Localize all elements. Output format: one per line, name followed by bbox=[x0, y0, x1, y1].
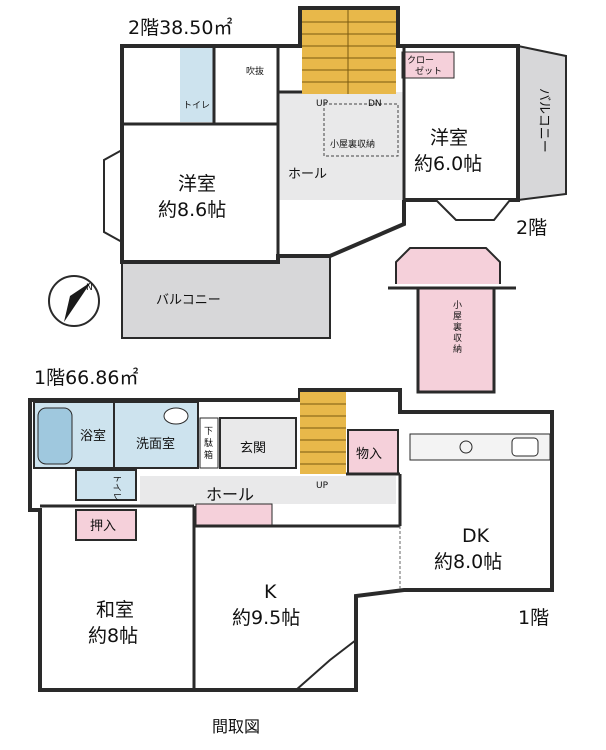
compass-north-label: N bbox=[86, 283, 93, 293]
floor1-storage-room bbox=[347, 429, 399, 475]
floor1-japanese-name: 和室 bbox=[96, 599, 134, 621]
floor2-western-left-name: 洋室 bbox=[178, 173, 216, 195]
floor1-storage-label: 物入 bbox=[356, 447, 382, 462]
floor1-k-size: 約9.5帖 bbox=[232, 607, 300, 629]
floor1-hall-closet bbox=[195, 503, 273, 527]
floor2-closet-label-1: クロー bbox=[407, 55, 434, 66]
floor1-bathtub bbox=[37, 407, 73, 465]
floor1-washroom-label: 洗面室 bbox=[136, 436, 175, 452]
floor1-k-name: K bbox=[264, 581, 277, 603]
floor1-shoe-label-1: 下 bbox=[204, 427, 213, 437]
floor1-toilet-label: トイレ bbox=[111, 474, 121, 501]
floor1-bath-label: 浴室 bbox=[80, 428, 106, 444]
attic-cap bbox=[395, 247, 501, 284]
floor2-hall-label: ホール bbox=[288, 167, 327, 182]
compass-needle-icon bbox=[64, 282, 91, 322]
floor1-toilet-room bbox=[75, 469, 137, 501]
floor1-oshiire bbox=[75, 509, 137, 541]
attic-storage-label: 小屋裏収納 bbox=[451, 300, 462, 355]
floor2-hall-floor bbox=[278, 92, 404, 200]
floor2-left-window bbox=[103, 149, 123, 243]
floor2-stairs bbox=[302, 10, 396, 94]
floor2-toilet-label: トイレ bbox=[183, 101, 210, 111]
floor2-stair-up-label: UP bbox=[316, 99, 329, 109]
floor1-k-bay-window bbox=[295, 639, 357, 691]
compass: N bbox=[48, 275, 100, 327]
floor2-stair-treads bbox=[302, 10, 396, 94]
floor1-entrance bbox=[219, 417, 297, 469]
floor2-balcony-right-label: バルコニー bbox=[536, 88, 551, 153]
floor1-stove-icon bbox=[459, 440, 473, 454]
floor1-dk-name: DK bbox=[462, 525, 490, 547]
floor1-japanese-size: 約8帖 bbox=[88, 625, 138, 647]
floor1-floor-tag: 1階 bbox=[518, 607, 549, 629]
floor2-area-label: 2階38.50㎡ bbox=[128, 16, 232, 39]
floor1-hall-label: ホール bbox=[206, 485, 254, 504]
plan-caption: 間取図 bbox=[212, 717, 260, 736]
attic-storage bbox=[388, 247, 516, 394]
floor2-interior-walls bbox=[122, 46, 406, 262]
floor1-stair-up-label: UP bbox=[316, 481, 329, 491]
floor2-stair-dn-label: DN bbox=[368, 99, 382, 109]
floor1-sink-icon bbox=[163, 407, 189, 425]
floor1-shoe-box bbox=[199, 417, 219, 469]
floor2-plan bbox=[103, 6, 567, 339]
floor2-attic-storage-label: 小屋裏収納 bbox=[330, 138, 375, 150]
floor2-toilet-room bbox=[180, 48, 214, 122]
floor1-shoe-label-3: 箱 bbox=[204, 449, 213, 461]
floor1-entrance-label: 玄関 bbox=[240, 441, 266, 456]
floor1-interior-walls bbox=[40, 472, 402, 690]
floor1-kitchen-sink-icon bbox=[511, 437, 539, 457]
floor1-area-label: 1階66.86㎡ bbox=[34, 366, 138, 389]
floor2-closet bbox=[401, 51, 455, 79]
floor1-oshiire-label: 押入 bbox=[90, 519, 116, 534]
floor2-floor-tag: 2階 bbox=[516, 217, 547, 239]
floor1-shoe-label-2: 駄 bbox=[204, 437, 213, 449]
floor2-western-left-size: 約8.6帖 bbox=[158, 199, 226, 221]
floor2-closet-label-2: ゼット bbox=[415, 65, 442, 77]
floor2-balcony-bottom-label: バルコニー bbox=[156, 293, 221, 308]
floor2-western-right-name: 洋室 bbox=[430, 127, 468, 149]
floor2-fukinuke-label: 吹抜 bbox=[246, 65, 264, 77]
floor1-hall-floor bbox=[140, 476, 396, 504]
floor1-stairs bbox=[300, 392, 346, 474]
floor2-western-right-size: 約6.0帖 bbox=[414, 153, 482, 175]
floor2-attic-storage-area bbox=[323, 103, 399, 157]
floor1-dk-size: 約8.0帖 bbox=[434, 551, 502, 573]
floor1-plan bbox=[28, 388, 554, 692]
floor1-stair-treads bbox=[300, 403, 346, 465]
floor2-bay-window bbox=[435, 199, 511, 221]
